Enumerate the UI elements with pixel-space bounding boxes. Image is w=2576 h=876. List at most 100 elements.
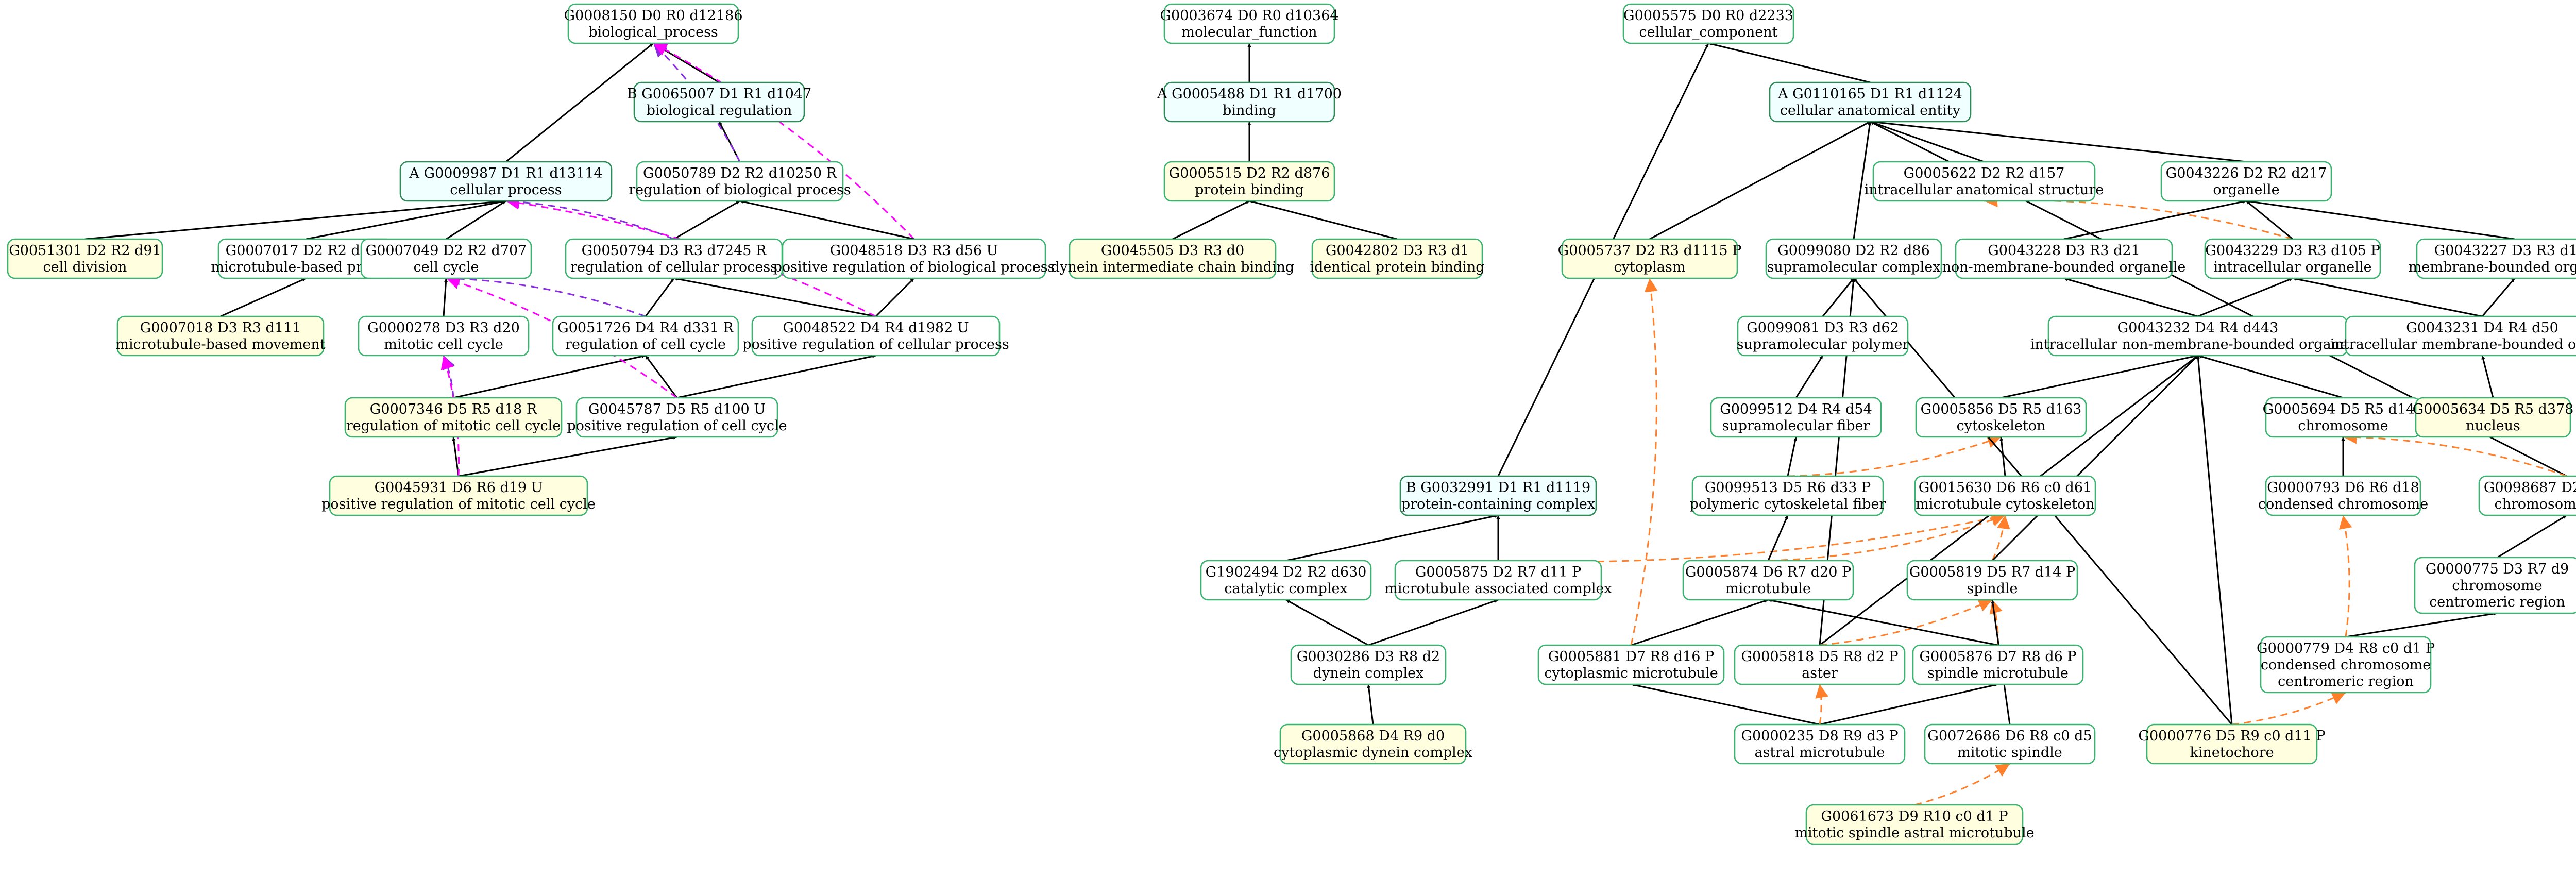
term-name-label: dynein complex [1313,665,1424,681]
term-node-box [1691,475,1884,516]
edge-posregbio-to-regbio [739,200,914,240]
term-node-box [1163,3,1335,44]
edge-regcc-to-regcp [645,278,675,317]
term-id-label: G0000776 D5 R9 c0 d11 P [2138,728,2325,744]
term-id-label: G0007018 D3 R3 d111 [140,320,301,336]
term-name-label: condensed chromosome [2261,657,2431,673]
term-id-label: G0048518 D3 R3 d56 U [830,243,998,259]
edge-posregmitcc-to-regmitcc [452,436,460,477]
term-name-label: mitotic spindle [1957,745,2062,761]
term-name-label: spindle [1967,581,2018,597]
edge-dynein_ic-to-protbind [1172,200,1250,240]
term-id-label: G0005737 D2 R3 d1115 P [1558,243,1742,259]
term-name-label: intracellular non-membrane-bounded organ… [2030,336,2366,352]
term-name-label: cytoplasmic dynein complex [1274,745,1472,761]
term-name-label: cell cycle [413,259,479,275]
term-node-box [2478,475,2576,516]
term-id-label: G0000775 D3 R7 d9 [2426,561,2569,577]
edge-cellproc-to-bp [505,42,654,163]
term-node-pcc[interactable]: B G0032991 D1 R1 d1119protein-containing… [1399,475,1597,516]
term-name-label: intracellular organelle [2213,259,2371,275]
term-id-label: G1902494 D2 R2 d630 [1206,564,1367,580]
term-name-label: biological regulation [647,103,792,119]
term-node-box [1906,560,2078,601]
term-name-label: kinetochore [2190,745,2274,761]
edge-polycyto-to-supfiber [1787,436,1797,477]
term-id-label: G0050794 D3 R3 d7245 R [582,243,767,259]
term-name-label: biological_process [588,24,718,40]
node-layer: G0008150 D0 R0 d12186biological_processG… [7,3,2576,845]
edge-memorg-to-organelle [2246,199,2515,240]
edge-regbio-to-bp [652,42,741,162]
term-node-box [1734,644,1906,685]
edge-condcent-to-centreg [2345,612,2498,638]
edge-spmt-to-microtubule [1768,598,1998,646]
term-node-box [2414,557,2576,614]
term-id-label: G0005634 D5 R5 d378 [2413,401,2574,417]
term-node-memorg[interactable]: G0043227 D3 R3 d134membrane-bounded orga… [2409,238,2576,279]
edge-intramem-to-intraorg [2292,277,2483,317]
term-name-label: intracellular membrane-bounded organelle [2330,336,2576,352]
term-node-box [1561,238,1738,279]
term-name-label: cellular anatomical entity [1780,103,1961,119]
term-id-label: G0045505 D3 R3 d0 [1101,243,1244,259]
term-id-label: G0005881 D7 R8 d16 P [1548,649,1714,665]
term-node-box [1537,644,1725,685]
edge-posregcp-to-regcp [673,277,876,317]
term-node-chromreg[interactable]: G0098687 D2 R6 d23 Pchromosomal region [2478,475,2576,516]
